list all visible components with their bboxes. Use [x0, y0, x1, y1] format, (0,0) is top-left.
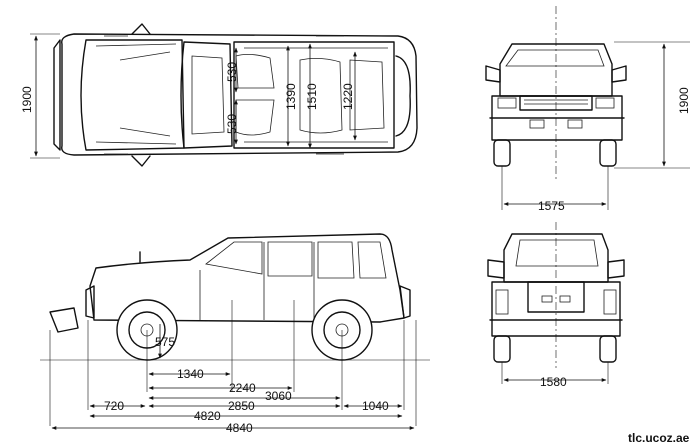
dim-575: 575 [155, 335, 175, 349]
dim-2240: 2240 [229, 381, 256, 395]
dim-front-track: 1575 [538, 199, 565, 213]
dim-width-1510: 1510 [305, 83, 319, 110]
dim-width-1390: 1390 [284, 83, 298, 110]
dim-2850: 2850 [228, 399, 255, 413]
dim-rear-track: 1580 [540, 375, 567, 389]
top-view: 1900 530 530 1390 1510 1220 [20, 23, 418, 167]
rear-view: 1580 [487, 222, 625, 389]
dim-720: 720 [104, 399, 124, 413]
front-view: 1900 1575 [485, 6, 691, 213]
side-view: 575 1340 2240 3060 720 2850 1040 4820 48… [40, 233, 430, 435]
dim-seat-rear: 530 [225, 114, 239, 134]
dim-front-height: 1900 [677, 87, 691, 114]
dim-width-1220: 1220 [341, 83, 355, 110]
dim-1340: 1340 [177, 367, 204, 381]
dim-1040: 1040 [362, 399, 389, 413]
watermark-text: tlc.ucoz.ae [628, 431, 690, 445]
dim-top-width: 1900 [20, 86, 34, 113]
dim-4820: 4820 [194, 409, 221, 423]
dim-4840: 4840 [226, 421, 253, 435]
dim-seat-front: 530 [225, 62, 239, 82]
dim-3060: 3060 [265, 389, 292, 403]
